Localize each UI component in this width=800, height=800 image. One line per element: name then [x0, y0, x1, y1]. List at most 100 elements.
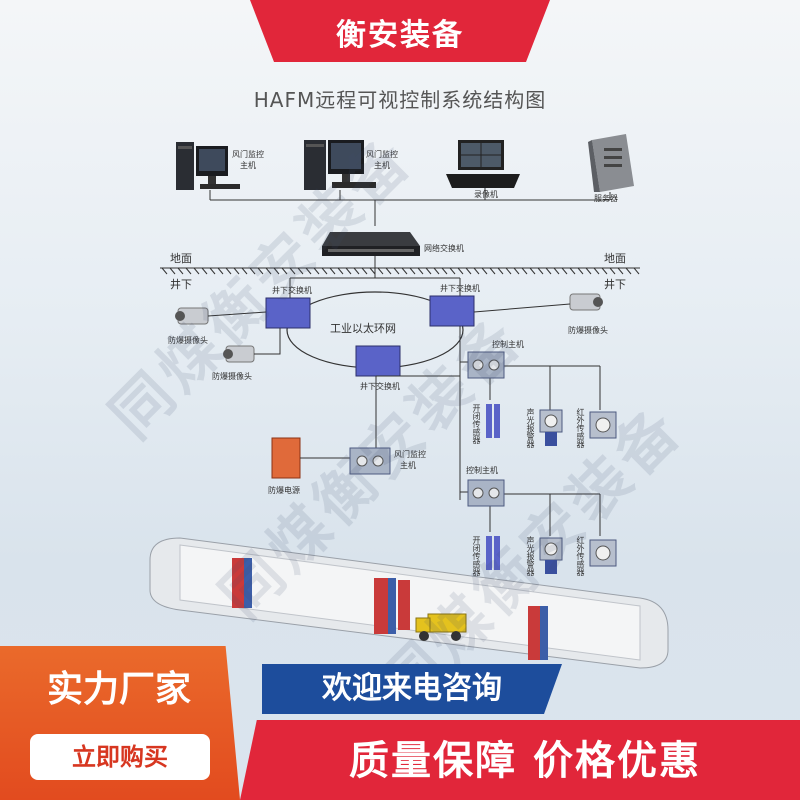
camera3-label: 防爆摄像头 [568, 326, 608, 335]
sensor-switch2-label: 开闭传感器 [472, 536, 481, 576]
ground-hatch-mark [305, 267, 312, 275]
ground-hatch-mark [201, 267, 208, 275]
ground-hatch-mark [553, 267, 560, 275]
alarm-1 [539, 409, 563, 446]
ground-hatch-mark [353, 267, 360, 275]
door-host-label-1: 风门监控 [394, 450, 426, 459]
ground-hatch-mark [481, 267, 488, 275]
ground-hatch-mark [425, 267, 432, 275]
host2-label-2: 主机 [374, 161, 390, 170]
ground-hatch-mark [185, 267, 192, 275]
ground-hatch-mark [449, 267, 456, 275]
underground-switch-left [265, 297, 311, 329]
ground-hatch-mark [217, 267, 224, 275]
diagram-title: HAFM远程可视控制系统结构图 [253, 88, 547, 112]
recorder [446, 140, 520, 188]
server-label: 服务器 [594, 194, 618, 203]
ground-hatch-mark [233, 267, 240, 275]
ground-hatch-mark [393, 267, 400, 275]
ground-hatch-mark [601, 267, 608, 275]
ground-hatch-mark [193, 267, 200, 275]
underground-switch-bottom [355, 345, 401, 377]
alarm-2 [539, 537, 563, 574]
ground-hatch-mark [265, 267, 272, 275]
switch-bottom-label: 井下交换机 [360, 382, 400, 391]
camera2-label: 防爆摄像头 [212, 372, 252, 381]
ground-hatch-mark [313, 267, 320, 275]
mine-truck [415, 613, 467, 641]
ground-right-label: 地面 [604, 252, 626, 265]
ground-hatch-mark [385, 267, 392, 275]
ir-sensor-1 [589, 411, 617, 439]
underground-right-label: 井下 [604, 278, 626, 291]
ground-hatch-mark [457, 267, 464, 275]
ground-hatch-mark [177, 267, 184, 275]
strength-badge: 实力厂家 [46, 669, 191, 710]
ground-hatch-mark [529, 267, 536, 275]
ground-hatch-mark [345, 267, 352, 275]
underground-switch-right [429, 295, 475, 327]
ground-hatch-mark [513, 267, 520, 275]
ground-hatch-mark [633, 267, 640, 275]
ground-hatch-mark [625, 267, 632, 275]
ground-hatch-mark [497, 267, 504, 275]
buy-now-button[interactable]: 立即购买 [30, 734, 210, 780]
ground-hatch-mark [409, 267, 416, 275]
controller-host-1 [467, 351, 505, 379]
ground-hatch-mark [577, 267, 584, 275]
ir2-label: 红外传感器 [576, 536, 585, 576]
ground-hatch-mark [473, 267, 480, 275]
top-network-lines [209, 188, 611, 300]
alarm1-label: 声光报警器 [526, 408, 535, 448]
explosion-proof-camera-1 [175, 307, 267, 325]
ground-hatch-mark [225, 267, 232, 275]
explosion-proof-camera-2 [223, 328, 281, 363]
ground-hatch-mark [321, 267, 328, 275]
ring-label: 工业以太环网 [330, 322, 396, 335]
ground-hatch-mark [369, 267, 376, 275]
ground-hatch-mark [377, 267, 384, 275]
camera1-label: 防爆摄像头 [168, 336, 208, 345]
monitoring-host-2 [304, 140, 376, 190]
ground-hatch-mark [569, 267, 576, 275]
ground-hatch-mark [257, 267, 264, 275]
controller2-label: 控制主机 [466, 466, 498, 475]
ir1-label: 红外传感器 [576, 408, 585, 448]
ground-hatch-mark [161, 267, 168, 275]
ground-hatch-mark [401, 267, 408, 275]
ground-hatch-mark [337, 267, 344, 275]
ground-hatch-mark [433, 267, 440, 275]
ground-hatch-mark [417, 267, 424, 275]
quality-banner: 质量保障 价格优惠 [349, 738, 701, 784]
ground-hatch-mark [521, 267, 528, 275]
host1-label-2: 主机 [240, 161, 256, 170]
consult-banner: 欢迎来电咨询 [262, 664, 562, 714]
alarm2-label: 声光报警器 [526, 536, 535, 576]
sensor-switch1-label: 开闭传感器 [472, 404, 481, 444]
ground-left-label: 地面 [170, 252, 192, 265]
recorder-label: 录像机 [474, 190, 498, 199]
network-switch [322, 232, 420, 256]
ground-hatch [161, 267, 640, 275]
switch-sensor-2 [486, 536, 500, 570]
underground-left-label: 井下 [170, 278, 192, 291]
ground-hatch-mark [329, 267, 336, 275]
power-label: 防爆电源 [268, 486, 300, 495]
brand-banner [250, 0, 550, 62]
switch-sensor-1 [486, 404, 500, 438]
ground-hatch-mark [617, 267, 624, 275]
switch-right-label: 井下交换机 [440, 284, 480, 293]
ground-hatch-mark [209, 267, 216, 275]
server [588, 134, 634, 192]
ground-hatch-mark [537, 267, 544, 275]
explosion-proof-power [271, 437, 350, 479]
quality-banner-bg [240, 720, 800, 800]
mine-tunnel [149, 537, 669, 669]
door-host-label-2: 主机 [400, 461, 416, 470]
ir-sensor-2 [589, 539, 617, 567]
switch-left-label: 井下交换机 [272, 286, 312, 295]
monitoring-host-1 [176, 142, 240, 190]
network-switch-label: 网络交换机 [424, 244, 464, 253]
